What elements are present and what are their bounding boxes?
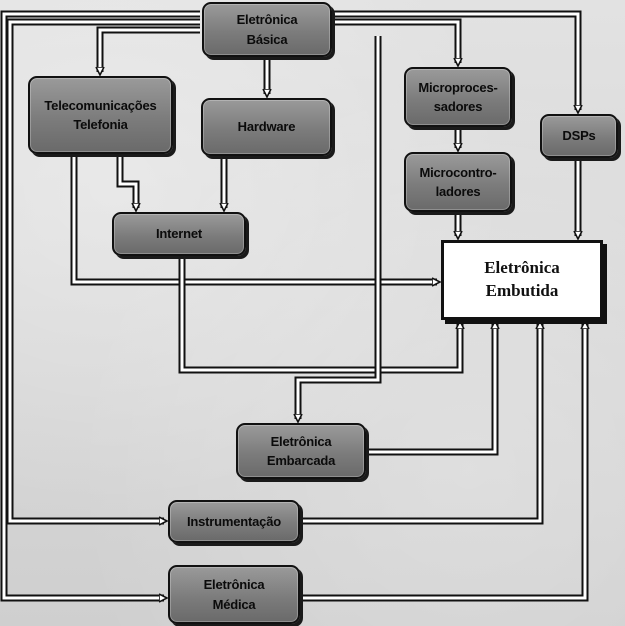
arrow-basica-to-telecom [100,26,200,72]
node-instrumentacao[interactable]: Instrumentação [168,500,300,543]
node-label: ladores [435,184,481,199]
node-label: Eletrônica [203,577,265,592]
node-label: Eletrônica [236,12,298,27]
node-hardware[interactable]: Hardware [201,98,332,156]
arrow-basica-to-microprocessadores [334,18,458,63]
node-label: Telefonia [73,117,128,132]
node-label: Internet [155,226,203,242]
node-label: Embutida [485,281,559,300]
node-label: Microcontro- [419,164,497,180]
node-eletronica-embutida[interactable]: Eletrônica Embutida [441,240,603,320]
node-label: Hardware [237,119,296,135]
node-eletronica-basica[interactable]: Eletrônica Básica [202,2,332,57]
arrow-telecom-to-internet [116,156,136,208]
arrow-internet-to-embutida [178,258,460,374]
node-label: Microproces- [418,79,498,95]
node-label: DSPs [562,128,596,144]
node-label: Eletrônica [484,258,560,278]
node-label: Básica [246,31,288,47]
node-label: Embarcada [266,453,336,468]
arrow-basica-to-instrumentacao [6,18,200,521]
node-dsps[interactable]: DSPs [540,114,618,158]
node-eletronica-embarcada[interactable]: Eletrônica Embarcada [236,423,366,479]
arrow-basica-to-medica [0,10,200,598]
node-label: sadores [433,99,483,114]
node-label: Telecomunicações [44,97,157,113]
arrow-top-to-embarcada [298,36,382,419]
arrow-medica-to-embutida [302,324,585,602]
node-microcontroladores[interactable]: Microcontro- ladores [404,152,512,212]
node-telecomunicacoes-telefonia[interactable]: Telecomunicações Telefonia [28,76,173,154]
arrow-embarcada-to-embutida [368,324,495,456]
arrow-telecom-to-embutida [70,156,437,282]
arrow-instrumentacao-to-embutida [302,324,540,525]
node-label: Eletrônica [270,433,332,449]
node-internet[interactable]: Internet [112,212,246,256]
arrow-basica-to-dsps [334,10,578,110]
node-label: Médica [212,596,256,612]
node-eletronica-medica[interactable]: Eletrônica Médica [168,565,300,624]
node-label: Instrumentação [186,513,281,529]
node-microprocessadores[interactable]: Microproces- sadores [404,67,512,127]
